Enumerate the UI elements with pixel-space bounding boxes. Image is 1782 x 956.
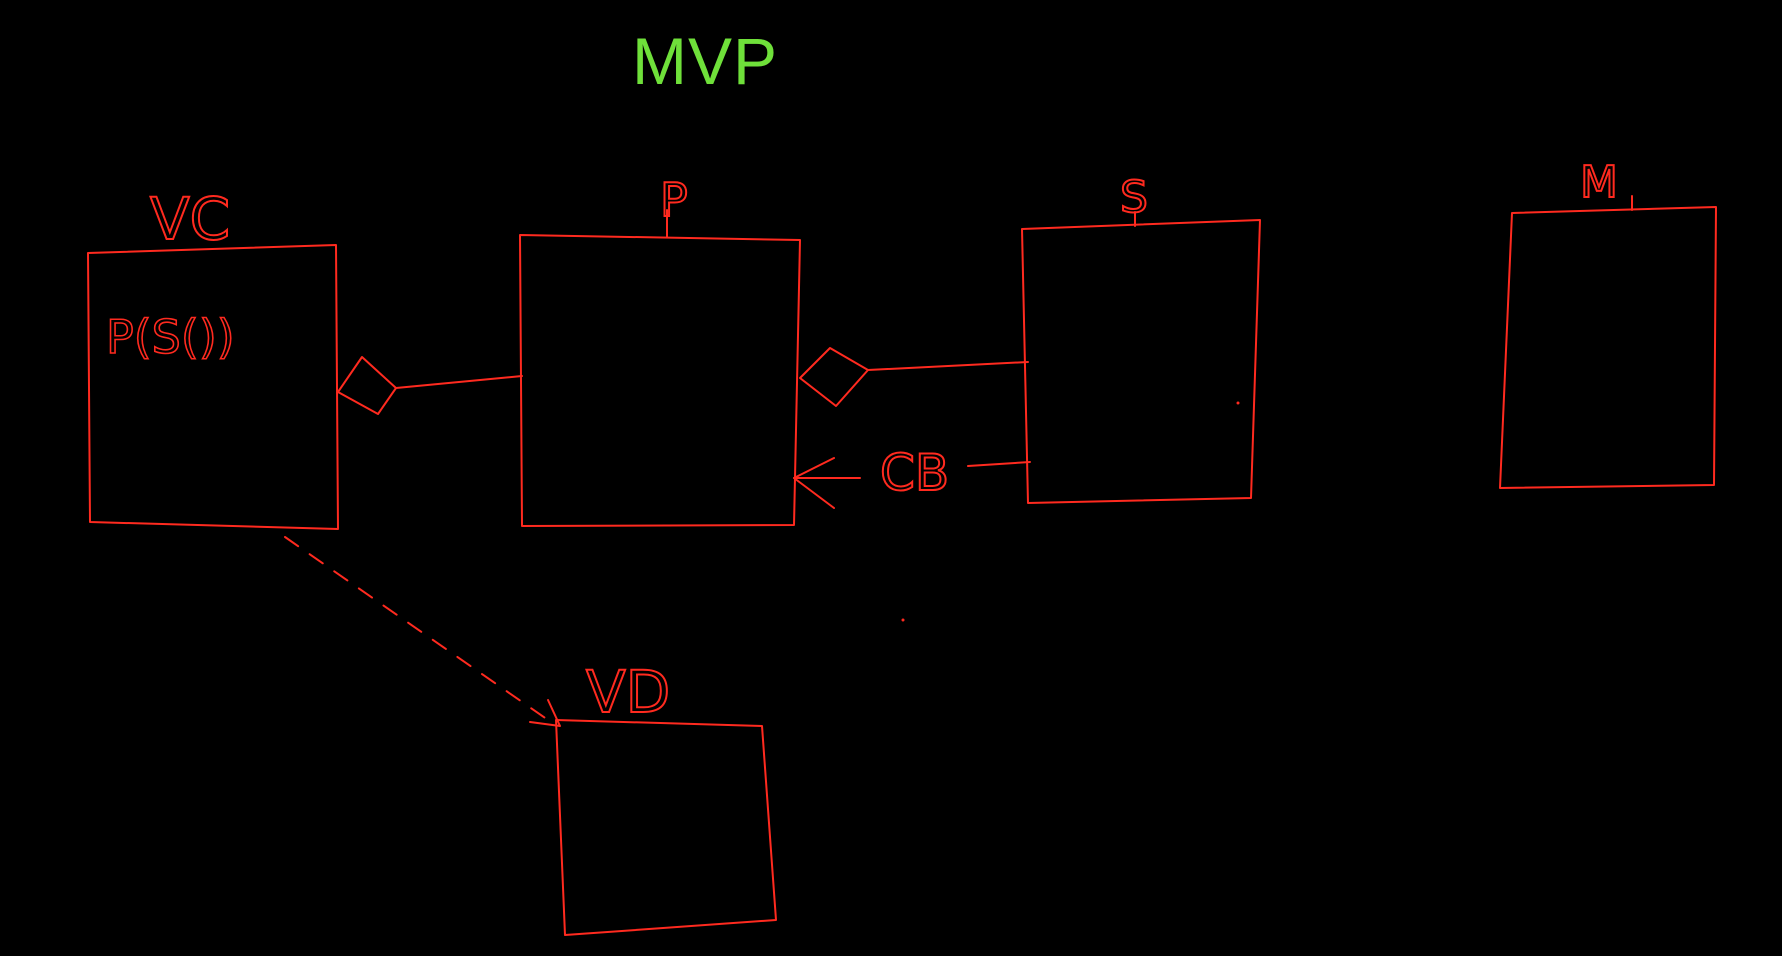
diagram-title: MVP bbox=[631, 24, 779, 98]
node-vc: VC P(S()) bbox=[87, 184, 339, 530]
callback-line-right bbox=[967, 461, 1031, 467]
edge-s-to-p bbox=[799, 347, 1029, 407]
m-label: M bbox=[1580, 157, 1618, 208]
node-m: M bbox=[1499, 156, 1717, 489]
callback-arrowhead bbox=[793, 457, 835, 509]
node-p: P bbox=[519, 172, 801, 527]
s-to-p-line bbox=[867, 361, 1029, 371]
vc-inner-text: P(S()) bbox=[106, 310, 235, 364]
p-label: P bbox=[660, 173, 688, 227]
edge-vc-to-vd bbox=[284, 536, 561, 727]
callback-label: CB bbox=[880, 444, 949, 502]
stray-dot-1 bbox=[1236, 401, 1240, 405]
p-to-vc-diamond bbox=[337, 356, 397, 415]
vc-box bbox=[87, 244, 339, 530]
vc-to-vd-arrowhead bbox=[529, 699, 561, 727]
vd-label: VD bbox=[586, 658, 670, 726]
edge-p-to-vc bbox=[337, 356, 523, 415]
edge-callback: CB bbox=[793, 443, 1031, 509]
node-vd: VD bbox=[555, 657, 777, 936]
vd-box bbox=[555, 719, 777, 936]
m-box bbox=[1499, 206, 1717, 489]
node-s: S bbox=[1021, 171, 1261, 504]
p-box bbox=[519, 234, 801, 527]
vc-to-vd-dashed-line bbox=[284, 536, 549, 721]
vc-label: VC bbox=[150, 185, 230, 253]
stray-dot-2 bbox=[901, 618, 905, 622]
s-label: S bbox=[1120, 172, 1148, 223]
diagram-ink: VC P(S()) P S M bbox=[87, 156, 1717, 936]
p-to-vc-line bbox=[395, 375, 523, 389]
s-to-p-diamond bbox=[799, 347, 869, 407]
s-box bbox=[1021, 219, 1261, 504]
